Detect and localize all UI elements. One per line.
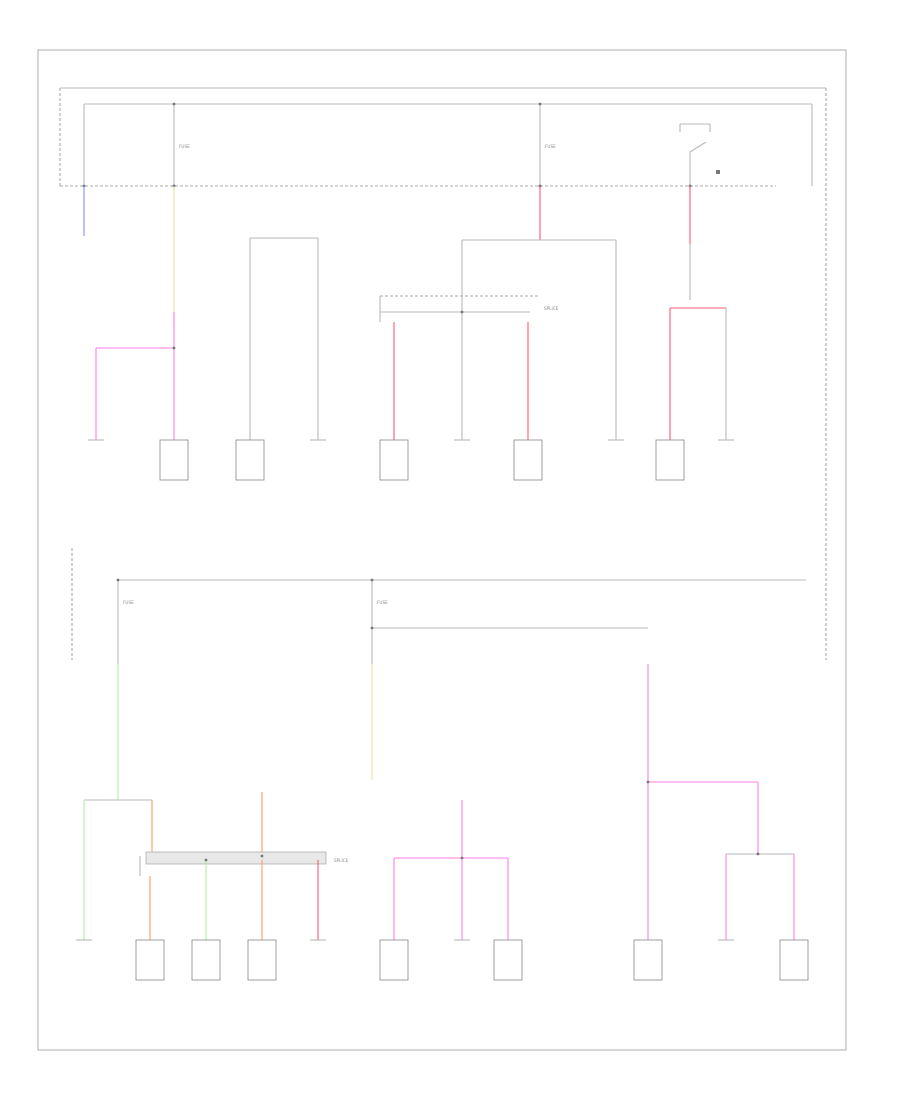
component-box: [159, 439, 189, 481]
component-box: [779, 939, 809, 981]
branch-d: [669, 184, 727, 440]
fuse-label: FUSE: [179, 144, 190, 149]
diagram-frame: [37, 49, 847, 1051]
fuse-bottom-left: FUSE: [116, 578, 134, 664]
branch-g: [646, 664, 795, 940]
header-block: [59, 87, 827, 660]
component-box: [247, 939, 277, 981]
component-box: [379, 439, 409, 481]
component-box: [135, 939, 165, 981]
branch-b: [95, 184, 319, 440]
splice-label: SPLICE: [334, 858, 349, 863]
fuse-label: FUSE: [377, 600, 388, 605]
branch-a: [82, 184, 86, 236]
fuse-label: FUSE: [123, 600, 134, 605]
component-row-top: [88, 439, 734, 481]
branch-c: SPLICE: [379, 184, 617, 440]
component-box: [191, 939, 221, 981]
component-box: [513, 439, 543, 481]
fuse-bottom-mid: FUSE: [370, 578, 388, 664]
component-box: [379, 939, 409, 981]
component-box: [633, 939, 663, 981]
branch-e: SPLICE: [83, 664, 349, 940]
fuse-top-right: FUSE: [538, 102, 556, 188]
fuse-label: FUSE: [545, 144, 556, 149]
branch-f: [371, 664, 509, 940]
component-box: [493, 939, 523, 981]
fuse-top-left: FUSE: [172, 102, 190, 188]
component-row-bottom: [76, 939, 809, 981]
component-box: [235, 439, 265, 481]
splice-label: SPLICE: [544, 306, 559, 311]
component-box: [655, 439, 685, 481]
relay-top-right: [679, 123, 720, 186]
